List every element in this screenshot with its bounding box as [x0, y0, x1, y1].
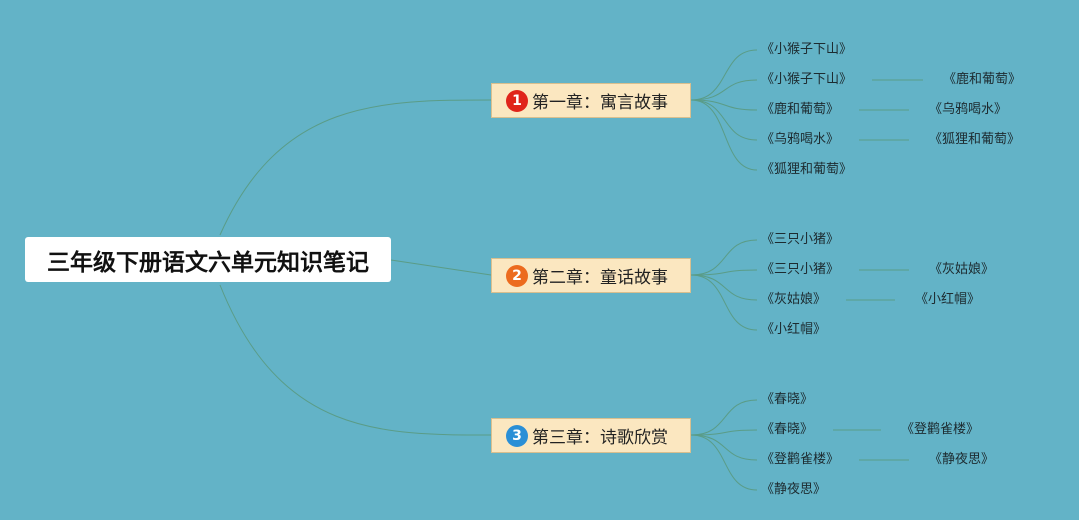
root-topic[interactable]: 三年级下册语文六单元知识笔记	[25, 237, 391, 282]
leaf-branch-line	[690, 99, 758, 141]
leaf-branch-line	[690, 429, 758, 436]
number-badge-2: 2	[506, 264, 528, 287]
leaf-topic[interactable]: 《春晓》	[761, 422, 814, 437]
related-topic[interactable]: 《鹿和葡萄》	[943, 72, 1022, 87]
leaf-topic[interactable]: 《登鹳雀楼》	[761, 452, 840, 467]
leaf-topic[interactable]: 《春晓》	[761, 392, 814, 407]
root-branch-line	[219, 99, 492, 236]
leaf-topic[interactable]: 《鹿和葡萄》	[761, 102, 840, 117]
chapter-3-label: 第三章：诗歌欣赏	[532, 428, 668, 448]
leaf-branch-line	[690, 99, 758, 111]
leaf-topic[interactable]: 《灰姑娘》	[761, 292, 827, 307]
related-topic[interactable]: 《静夜思》	[929, 452, 995, 467]
chapter-1-node[interactable]: 1 第一章：寓言故事	[491, 83, 691, 118]
chapter-1-label: 第一章：寓言故事	[532, 93, 668, 113]
leaf-branch-line	[690, 49, 758, 101]
leaf-topic[interactable]: 《狐狸和葡萄》	[761, 162, 853, 177]
root-branch-line	[219, 284, 492, 436]
leaf-topic[interactable]: 《三只小猪》	[761, 262, 840, 277]
leaf-branch-line	[690, 269, 758, 276]
leaf-topic[interactable]: 《小猴子下山》	[761, 72, 853, 87]
related-topic[interactable]: 《灰姑娘》	[929, 262, 995, 277]
leaf-topic[interactable]: 《三只小猪》	[761, 232, 840, 247]
number-badge-3: 3	[506, 424, 528, 447]
leaf-topic[interactable]: 《小猴子下山》	[761, 42, 853, 57]
related-topic[interactable]: 《狐狸和葡萄》	[929, 132, 1021, 147]
leaf-branch-line	[690, 99, 758, 171]
chapter-2-label: 第二章：童话故事	[532, 268, 668, 288]
leaf-branch-line	[690, 434, 758, 461]
number-badge-1: 1	[506, 89, 528, 112]
leaf-branch-line	[690, 274, 758, 331]
leaf-branch-line	[690, 274, 758, 301]
related-topic[interactable]: 《小红帽》	[915, 292, 981, 307]
leaf-topic[interactable]: 《乌鸦喝水》	[761, 132, 840, 147]
chapter-2-node[interactable]: 2 第二章：童话故事	[491, 258, 691, 293]
leaf-branch-line	[690, 434, 758, 491]
leaf-topic[interactable]: 《小红帽》	[761, 322, 827, 337]
leaf-branch-line	[690, 239, 758, 276]
leaf-branch-line	[690, 79, 758, 101]
root-branch-line	[390, 259, 492, 276]
leaf-branch-line	[690, 399, 758, 436]
related-topic[interactable]: 《乌鸦喝水》	[929, 102, 1008, 117]
leaf-topic[interactable]: 《静夜思》	[761, 482, 827, 497]
related-topic[interactable]: 《登鹳雀楼》	[901, 422, 980, 437]
chapter-3-node[interactable]: 3 第三章：诗歌欣赏	[491, 418, 691, 453]
